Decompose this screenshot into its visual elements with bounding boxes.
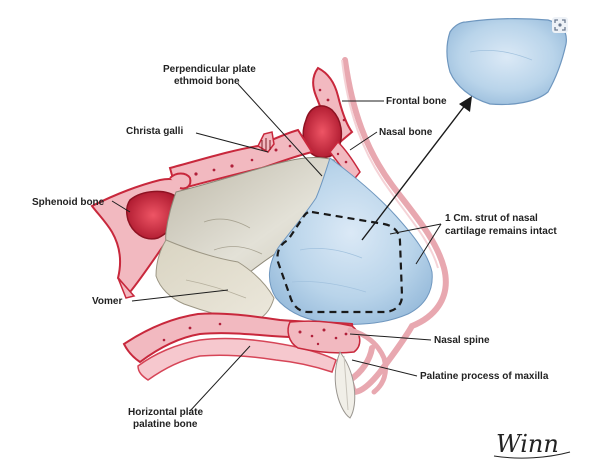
zoom-button[interactable]	[552, 17, 568, 33]
label-perpendicular-plate: Perpendicular plate	[163, 64, 256, 75]
incisor-tooth	[334, 350, 356, 419]
frontal-bone-shape	[312, 66, 354, 144]
label-nasal-spine: Nasal spine	[434, 335, 490, 346]
label-ethmoid-bone: ethmoid bone	[174, 76, 240, 87]
cartilage-strut-outline	[276, 210, 404, 314]
label-christa-galli: Christa galli	[126, 126, 183, 137]
label-frontal-bone: Frontal bone	[386, 96, 447, 107]
label-vomer: Vomer	[92, 296, 122, 307]
removal-arrow	[361, 103, 467, 241]
bone-marrow-dots	[194, 88, 348, 176]
label-sphenoid-bone: Sphenoid bone	[32, 197, 105, 208]
removed-cartilage-piece	[446, 18, 567, 106]
label-nasal-bone: Nasal bone	[379, 127, 433, 138]
label-strut-line1: 1 Cm. strut of nasal	[445, 213, 538, 224]
label-palatine-bone: palatine bone	[133, 419, 198, 430]
zoom-icon	[554, 19, 566, 31]
label-horizontal-plate: Horizontal plate	[128, 407, 203, 418]
label-palatine-process: Palatine process of maxilla	[420, 371, 549, 382]
label-strut-line2: cartilage remains intact	[445, 226, 557, 237]
cranial-roof-bone	[168, 128, 314, 192]
artist-signature: Winn	[496, 430, 559, 458]
palatine-process-shape	[287, 320, 361, 354]
